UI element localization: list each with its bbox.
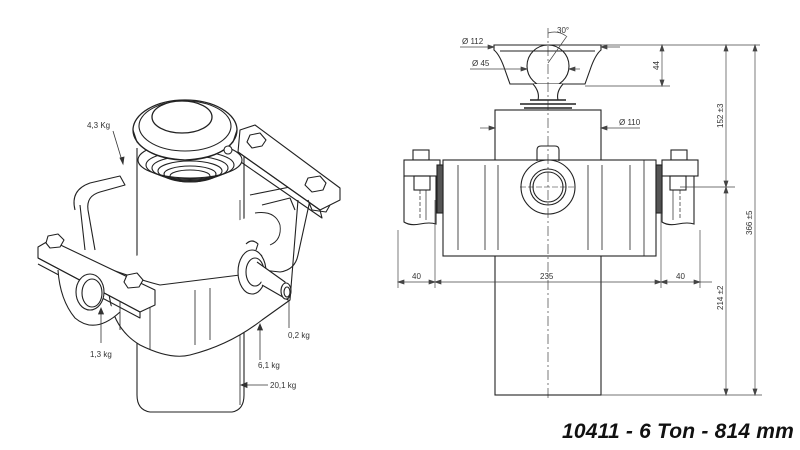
top-right-clamp [237, 124, 341, 219]
dim-angle: 30° [557, 26, 569, 35]
front-left-lug [403, 149, 444, 226]
head-cap [132, 99, 238, 161]
front-trunnion [442, 145, 657, 257]
dim-head-diameter: Ø 112 [462, 37, 484, 46]
dim-right-lug-width: 40 [676, 272, 685, 281]
product-caption: 10411 - 6 Ton - 814 mm [562, 420, 794, 443]
dim-total-height: 366 ±5 [745, 210, 754, 235]
weight-label-oil-port: 0,2 kg [288, 331, 310, 340]
oil-port-fitting [237, 240, 292, 301]
dim-head-height: 44 [652, 61, 661, 70]
front-right-lug [655, 149, 699, 226]
weight-label-top-bracket: 4,3 Kg [87, 121, 110, 130]
front-head-cap [493, 44, 602, 109]
dim-trunnion-width: 235 [540, 272, 554, 281]
left-lug-clamp [37, 233, 156, 326]
weight-label-cradle: 6,1 kg [258, 361, 280, 370]
dim-left-lug-width: 40 [412, 272, 421, 281]
dim-upper-height: 152 ±3 [716, 103, 725, 128]
dim-lower-height: 214 ±2 [716, 285, 725, 310]
dim-barrel-diameter: Ø 110 [619, 118, 641, 127]
weight-label-cylinder: 20,1 kg [270, 381, 296, 390]
dim-ball-diameter: Ø 45 [472, 59, 490, 68]
weight-label-mount-lug: 1,3 kg [90, 350, 112, 359]
